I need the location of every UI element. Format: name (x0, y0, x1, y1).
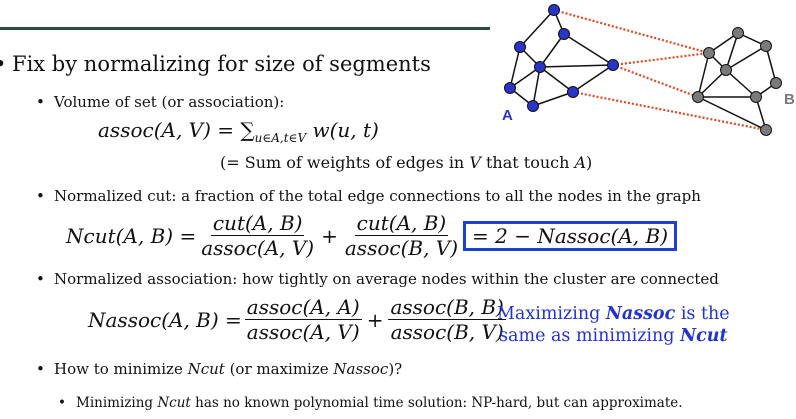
bullet-ncut: • Normalized cut: a fraction of the total… (36, 187, 701, 205)
graph-node (770, 77, 782, 89)
cluster-a-edges (509, 9, 614, 107)
sum-subscript: u∈A,t∈V (254, 131, 307, 145)
graph-node (607, 59, 619, 71)
bullet-volume: • Volume of set (or association): (36, 93, 284, 111)
assoc-lhs: assoc(A, V) = (98, 118, 241, 142)
fraction-denominator: assoc(A, V) (201, 236, 315, 260)
bullet-fix-text: Fix by normalizing for size of segments (12, 52, 431, 76)
fraction-denominator: assoc(B, V) (390, 320, 504, 344)
assoc-note: (= Sum of weights of edges in V that tou… (220, 153, 592, 172)
graph-node (558, 28, 570, 40)
bullet-fix: •Fix by normalizing for size of segments (0, 52, 431, 76)
fraction-numerator: cut(A, B) (354, 211, 449, 236)
fraction-denominator: assoc(B, V) (344, 236, 459, 260)
ncut-formula: Ncut(A, B) = cut(A, B) assoc(A, V) + cut… (66, 212, 677, 259)
bullet-mark: • (36, 360, 45, 378)
assoc-note-v: V (469, 153, 481, 172)
assoc-note-pre: (= Sum of weights of edges in (220, 153, 470, 172)
cluster-b-nodes (692, 27, 782, 136)
assoc-note-mid: that touch (480, 153, 575, 172)
bullet-ncut-text: Normalized cut: a fraction of the total … (54, 187, 701, 205)
bullet-mark: • (36, 270, 45, 288)
graph-node (504, 82, 516, 94)
fraction-denominator: assoc(A, V) (246, 320, 360, 344)
side-note-1-em: Nassoc (605, 304, 676, 324)
graph-node (732, 27, 744, 39)
nassoc-formula: Nassoc(A, B) = assoc(A, A) assoc(A, V) +… (88, 296, 509, 343)
side-note-line-1: Maximizing Nassoc is the (497, 303, 730, 325)
howto-pre: How to minimize (54, 360, 188, 378)
nassoc-fraction-2: assoc(B, B) assoc(B, V) (388, 295, 506, 344)
graph-node (720, 64, 732, 76)
sum-symbol: ∑ (240, 118, 255, 142)
side-note-2-em: Ncut (680, 326, 728, 346)
np-post: has no known polynomial time solution: N… (190, 395, 683, 411)
bullet-volume-text: Volume of set (or association): (54, 93, 285, 111)
side-note-2-pre: same as minimizing (499, 326, 681, 346)
graph-node (703, 47, 715, 59)
bullet-nassoc-text: Normalized association: how tightly on a… (54, 270, 719, 288)
side-note: Maximizing Nassoc is the same as minimiz… (497, 303, 730, 347)
np-pre: Minimizing (76, 395, 158, 411)
ncut-lhs: Ncut(A, B) = (66, 223, 197, 248)
fraction-numerator: cut(A, B) (210, 211, 305, 236)
howto-mid: (or maximize (224, 360, 334, 378)
title-rule (0, 27, 490, 30)
assoc-note-post: ) (586, 153, 593, 172)
assoc-rhs: w(u, t) (306, 118, 379, 142)
bullet-mark: • (0, 52, 12, 76)
graph-node (527, 100, 539, 112)
howto-em-nassoc: Nassoc (333, 360, 389, 378)
ncut-fraction-2: cut(A, B) assoc(B, V) (343, 212, 460, 259)
graph-node (750, 91, 762, 103)
fraction-numerator: assoc(A, A) (244, 295, 362, 320)
assoc-note-a: A (574, 153, 587, 172)
plus-sign: + (321, 223, 338, 248)
cut-edges (553, 8, 767, 132)
graph-node (534, 61, 546, 73)
bullet-mark: • (36, 93, 45, 111)
graph-node (760, 40, 772, 52)
bullet-howto: • How to minimize Ncut (or maximize Nasso… (36, 360, 402, 378)
bullet-np-hard: • Minimizing Ncut has no known polynomial… (58, 395, 683, 411)
fraction-numerator: assoc(B, B) (388, 295, 506, 320)
bullet-nassoc: • Normalized association: how tightly on … (36, 270, 719, 288)
graph-node (548, 4, 560, 16)
side-note-line-2: same as minimizing Ncut (497, 325, 730, 347)
bullet-mark: • (58, 395, 66, 411)
nassoc-lhs: Nassoc(A, B) = (88, 307, 242, 332)
ncut-fraction-1: cut(A, B) assoc(A, V) (199, 212, 316, 259)
graph-node (692, 91, 704, 103)
howto-em-ncut: Ncut (187, 360, 225, 378)
graph-node (760, 124, 772, 136)
plus-sign: + (366, 307, 384, 332)
graph-label-b: B (784, 91, 795, 108)
side-note-1-pre: Maximizing (497, 304, 606, 324)
bullet-mark: • (36, 187, 45, 205)
cluster-a-nodes (504, 4, 619, 112)
graph-node (514, 41, 526, 53)
side-note-1-post: is the (675, 304, 730, 324)
np-em-ncut: Ncut (157, 395, 191, 411)
howto-post: )? (388, 360, 403, 378)
ncut-boxed-identity: = 2 − Nassoc(A, B) (463, 220, 677, 251)
nassoc-fraction-1: assoc(A, A) assoc(A, V) (244, 295, 362, 344)
cluster-b-edges (697, 32, 777, 131)
assoc-formula: assoc(A, V) = ∑u∈A,t∈V w(u, t) (98, 118, 379, 145)
graph-illustration: A B (502, 4, 795, 136)
graph-node (567, 86, 579, 98)
graph-label-a: A (502, 107, 513, 124)
